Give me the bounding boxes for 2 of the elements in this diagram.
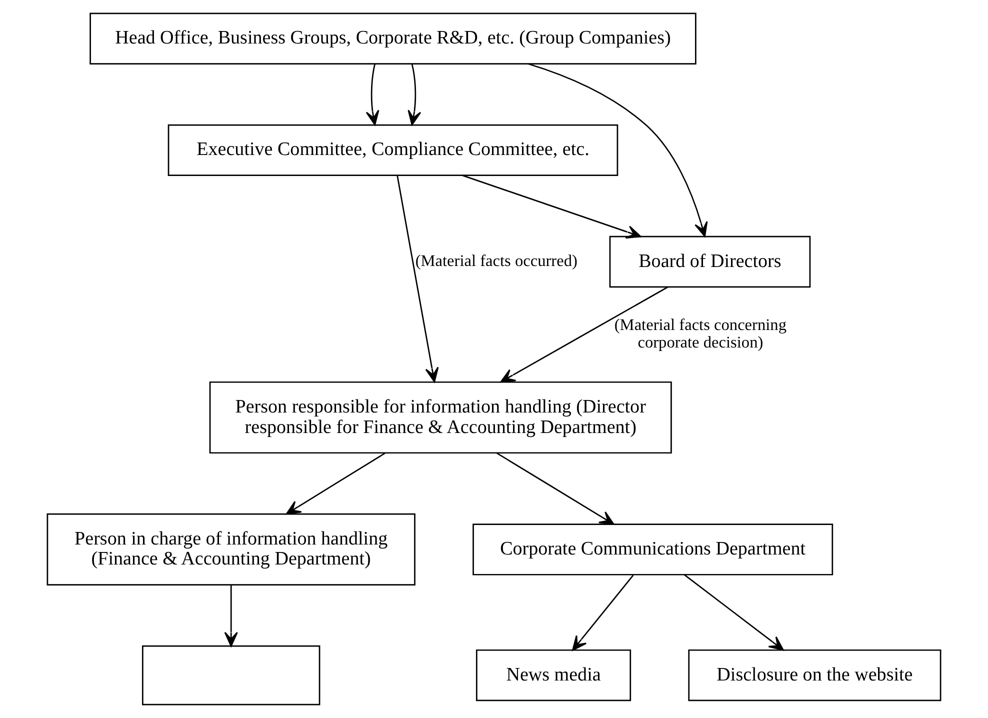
edge-label: (Material facts concerning corporate decision) [614,314,786,352]
edge-label: (Material facts occurred) [415,250,578,270]
